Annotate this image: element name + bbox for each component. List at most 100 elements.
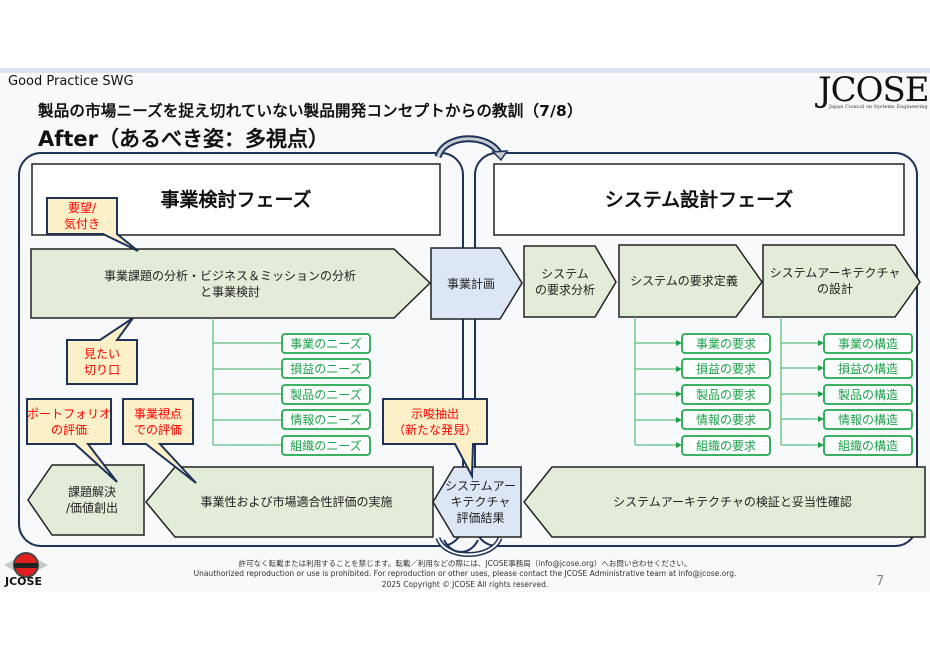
requirement-profit: 損益の要求 <box>695 361 756 376</box>
requirements-arrowheads <box>676 340 682 448</box>
sys-req-definition-shape <box>618 244 763 318</box>
callout-business-view-line2: での評価 <box>133 422 182 437</box>
callout-insight-text: 示唆抽出 （新たな発見） <box>383 399 487 444</box>
sys-req-analysis-line1: システム <box>541 266 589 281</box>
business-phase-frame <box>18 152 464 547</box>
requirement-organization: 組織の要求 <box>695 438 756 453</box>
callout-viewpoint <box>66 317 138 385</box>
business-plan-label: 事業計画 <box>446 276 495 291</box>
requirements-pill <box>681 384 771 405</box>
callout-portfolio-line1: ポートフォリオ <box>27 406 112 421</box>
arch-verification-label: システムアーキテクチャの検証と妥当性確認 <box>613 495 852 509</box>
requirements-pill <box>681 333 771 354</box>
callout-business-view <box>122 398 197 484</box>
footer-notice-ja: 許可なく転載または利用することを禁じます。転載／利用などの際には、JCOSE事務… <box>238 559 692 568</box>
requirements-pill <box>681 435 771 456</box>
needs-pill <box>281 333 371 354</box>
badge-text: JCOSE <box>5 575 42 588</box>
logo-name: JCOSE <box>818 70 930 110</box>
top-band <box>0 68 930 73</box>
arch-eval-result-line1: システムアー <box>445 479 516 493</box>
requirement-information: 情報の要求 <box>695 412 756 427</box>
needs-pill <box>281 358 371 379</box>
arch-eval-result-line3: 評価結果 <box>456 511 505 525</box>
structure-business: 事業の構造 <box>837 336 898 351</box>
sys-arch-design-shape <box>762 244 921 318</box>
business-plan-shape <box>430 247 523 320</box>
page-number: 7 <box>876 574 885 589</box>
need-business: 事業のニーズ <box>290 336 362 351</box>
arch-verification-shape <box>523 466 926 538</box>
structure-organization: 組織の構造 <box>837 438 898 453</box>
system-phase-title: システム設計フェーズ <box>604 188 794 211</box>
callout-wishes-text: 要望/ 気付き <box>47 198 117 234</box>
callout-portfolio <box>26 398 118 483</box>
arch-eval-result-shape <box>432 466 522 538</box>
sys-req-analysis-shape <box>523 245 617 318</box>
callout-portfolio-line2: の評価 <box>50 422 87 437</box>
structures-tree-lines <box>780 317 820 446</box>
callout-viewpoint-line2: 切り口 <box>83 363 120 377</box>
business-analysis-label: 事業課題の分析・ビジネス＆ミッションの分析 と事業検討 <box>60 249 400 318</box>
need-information: 情報のニーズ <box>290 412 362 427</box>
sys-arch-design-label: システムアーキテクチャ の設計 <box>763 245 907 317</box>
sys-req-analysis-label: システム の要求分析 <box>524 246 606 317</box>
jcose-logo: JCOSE Japan Council on Systems Engineeri… <box>818 70 930 114</box>
callout-portfolio-text: ポートフォリオ の評価 <box>27 399 111 444</box>
slide-title: 製品の市場ニーズを捉え切れていない製品開発コンセプトからの教訓（7/8） <box>38 102 583 120</box>
group-label: Good Practice SWG <box>8 74 134 89</box>
business-analysis-shape <box>30 248 432 319</box>
business-analysis-line2: と事業検討 <box>199 284 260 299</box>
requirement-business: 事業の要求 <box>695 336 756 351</box>
requirements-pill <box>681 409 771 430</box>
callout-wishes <box>46 197 139 252</box>
market-eval-shape <box>145 466 434 538</box>
needs-tree-lines <box>212 318 282 446</box>
callout-wishes-line2: 気付き <box>63 217 100 231</box>
top-arrow-head <box>491 150 509 162</box>
need-organization: 組織のニーズ <box>290 438 362 453</box>
need-product: 製品のニーズ <box>290 387 362 402</box>
structure-profit: 損益の構造 <box>837 361 898 376</box>
problem-solving-line1: 課題解決 <box>67 485 116 499</box>
structures-arrowheads <box>818 340 824 448</box>
requirements-tree-lines <box>634 317 678 446</box>
sys-req-definition-label: システムの要求定義 <box>630 274 738 288</box>
needs-pill <box>281 409 371 430</box>
callout-insight <box>382 398 488 480</box>
structure-product: 製品の構造 <box>837 387 898 402</box>
sys-req-analysis-line2: の要求分析 <box>534 282 595 297</box>
need-profit: 損益のニーズ <box>290 361 362 376</box>
structure-information: 情報の構造 <box>837 412 898 427</box>
callout-business-view-line1: 事業視点 <box>133 406 182 421</box>
requirements-pill <box>681 358 771 379</box>
structures-pill <box>823 409 913 430</box>
problem-solving-line2: /価値創出 <box>65 501 119 515</box>
requirement-product: 製品の要求 <box>695 387 756 402</box>
arch-eval-result-label: システムアー キテクチャ 評価結果 <box>440 467 521 537</box>
callout-business-view-text: 事業視点 での評価 <box>123 399 193 444</box>
structures-pill <box>823 384 913 405</box>
footer-notice-en: Unauthorized reproduction or use is proh… <box>193 569 737 578</box>
jcose-badge-logo: JCOSE <box>2 545 50 591</box>
slide-subtitle: After（あるべき姿：多視点） <box>38 127 330 151</box>
callout-wishes-line1: 要望/ <box>67 201 97 215</box>
system-phase-header <box>493 163 905 236</box>
footer-copyright: 2025 Copyright © JCOSE All rights reserv… <box>381 580 549 589</box>
callout-viewpoint-line1: 見たい <box>83 347 120 361</box>
structures-pill <box>823 435 913 456</box>
business-analysis-line1: 事業課題の分析・ビジネス＆ミッションの分析 <box>103 268 356 283</box>
market-eval-label: 事業性および市場適合性評価の実施 <box>200 495 393 509</box>
problem-solving-shape <box>27 464 145 536</box>
structures-pill <box>823 358 913 379</box>
problem-solving-label: 課題解決 /価値創出 <box>40 465 144 535</box>
callout-insight-line1: 示唆抽出 <box>410 406 459 421</box>
structures-pill <box>823 333 913 354</box>
sys-arch-design-line2: の設計 <box>816 282 853 296</box>
sys-arch-design-line1: システムアーキテクチャ <box>769 266 901 280</box>
logo-tagline: Japan Council on Systems Engineering <box>829 104 928 110</box>
needs-pill <box>281 384 371 405</box>
callout-viewpoint-text: 見たい 切り口 <box>67 340 137 384</box>
needs-pill <box>281 435 371 456</box>
